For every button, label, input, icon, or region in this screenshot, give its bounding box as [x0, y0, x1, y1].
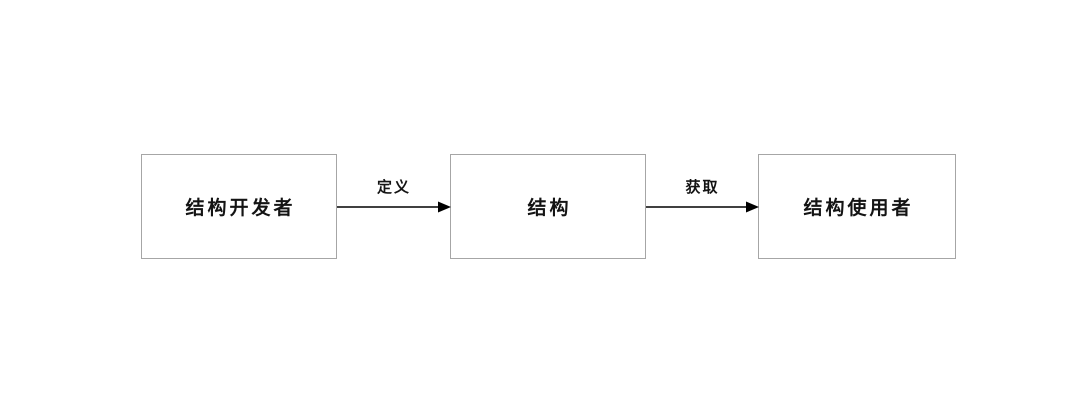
node-structure-label: 结构: [527, 198, 572, 219]
arrow-define-icon: [337, 201, 451, 213]
node-structure[interactable]: 结构: [450, 154, 646, 259]
arrow-obtain-icon: [646, 201, 759, 213]
node-structure-consumer-label: 结构使用者: [803, 198, 914, 219]
node-structure-developer-label: 结构开发者: [185, 198, 296, 219]
node-structure-developer[interactable]: 结构开发者: [141, 154, 337, 259]
node-structure-consumer[interactable]: 结构使用者: [758, 154, 956, 259]
edge-label-obtain: 获取: [685, 179, 720, 196]
edge-label-define: 定义: [376, 179, 411, 196]
